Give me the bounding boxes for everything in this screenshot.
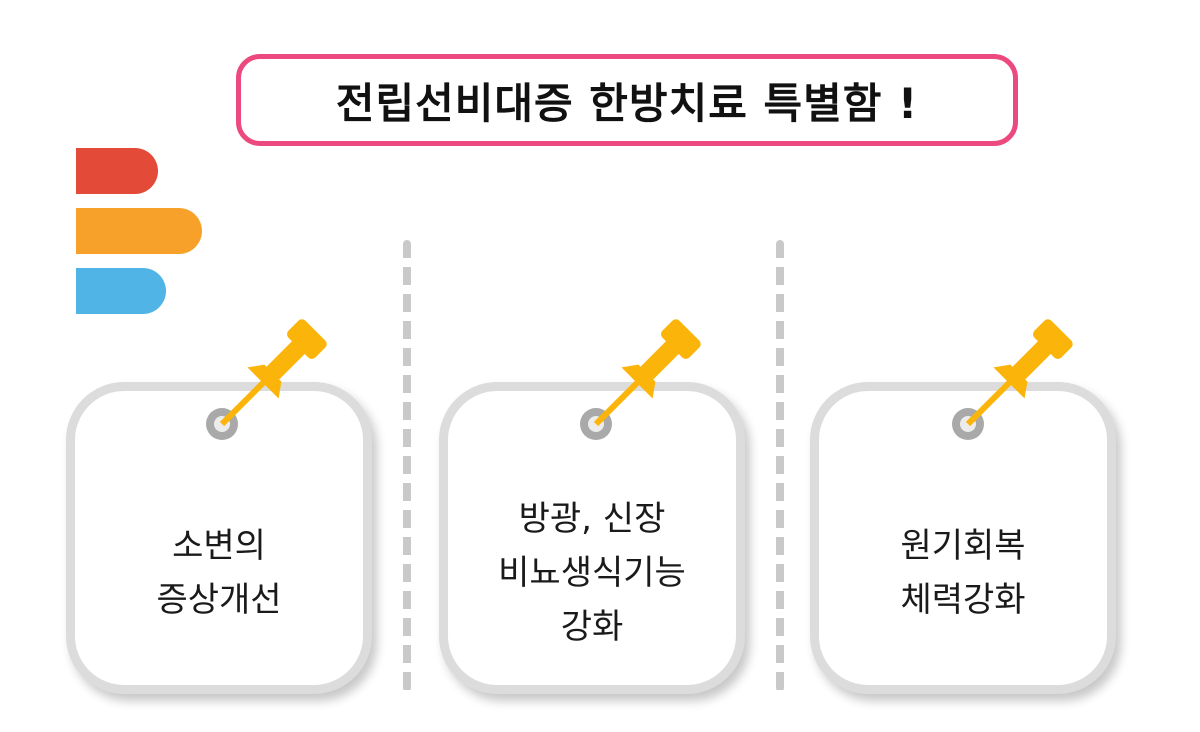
pushpin-icon bbox=[952, 319, 1073, 440]
feature-line: 비뇨생식기능 bbox=[498, 553, 686, 593]
pushpin-icon bbox=[206, 319, 327, 440]
feature-line: 원기회복 bbox=[900, 526, 1026, 566]
feature-line: 강화 bbox=[560, 607, 624, 647]
feature-card: 방광, 신장 비뇨생식기능 강화 bbox=[439, 382, 745, 694]
feature-card-text: 원기회복 체력강화 bbox=[819, 501, 1107, 645]
dotted-divider bbox=[403, 240, 411, 692]
pushpin-icon bbox=[580, 319, 701, 440]
feature-line: 방광, 신장 bbox=[518, 499, 666, 539]
dotted-divider bbox=[776, 240, 784, 692]
feature-line: 체력강화 bbox=[900, 580, 1026, 620]
title-banner: 전립선비대증 한방치료 특별함 ! bbox=[236, 54, 1018, 146]
page-title: 전립선비대증 한방치료 특별함 ! bbox=[335, 78, 919, 128]
logo-bar-orange bbox=[76, 208, 202, 254]
feature-card-text: 방광, 신장 비뇨생식기능 강화 bbox=[448, 499, 736, 647]
logo-bar-red bbox=[76, 148, 158, 194]
feature-card: 원기회복 체력강화 bbox=[810, 382, 1116, 694]
feature-line: 소변의 bbox=[172, 526, 266, 566]
feature-line: 증상개선 bbox=[156, 580, 282, 620]
logo-bar-blue bbox=[76, 268, 166, 314]
feature-card-text: 소변의 증상개선 bbox=[75, 501, 363, 645]
